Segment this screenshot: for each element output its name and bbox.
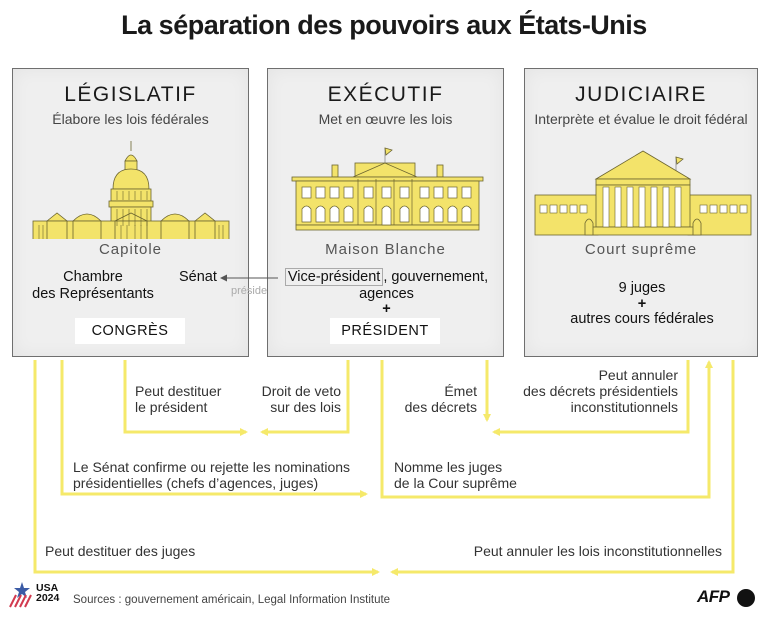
preside-label: préside xyxy=(231,285,268,297)
panel-judicial: JUDICIAIRE Interprète et évalue le droit… xyxy=(524,68,758,357)
impeach-president-line1: Peut destituer xyxy=(135,383,222,399)
congress-tag: CONGRÈS xyxy=(75,318,185,344)
veto-line2: sur des lois xyxy=(270,399,341,415)
supreme-court-label: Court suprême xyxy=(584,241,698,258)
house-of-representatives-line2: des Représentants xyxy=(32,286,154,302)
legislative-title: LÉGISLATIF xyxy=(64,83,197,106)
capitol-icon xyxy=(32,141,230,239)
impeach-judges-label: Peut destituer des juges xyxy=(45,543,196,559)
vice-president-label: Vice-président xyxy=(284,268,384,286)
executive-orders-line1: Émet xyxy=(444,383,477,399)
page-title: La séparation des pouvoirs aux États-Uni… xyxy=(121,10,647,40)
agencies-label: agences xyxy=(359,286,414,302)
senate-confirms-line1: Le Sénat confirme ou rejette les nominat… xyxy=(73,459,351,475)
senate-confirms-line2: présidentielles (chefs d’agences, juges) xyxy=(73,475,319,491)
white-house-label: Maison Blanche xyxy=(325,241,446,258)
executive-orders-line2: des décrets xyxy=(404,399,477,415)
veto-line1: Droit de veto xyxy=(261,383,341,399)
legislative-subtitle: Élabore les lois fédérales xyxy=(52,111,209,127)
annul-orders-line3: inconstitutionnels xyxy=(570,399,678,415)
panel-legislative: LÉGISLATIF Élabore les lois fédérales xyxy=(12,68,249,357)
afp-logo: AFP xyxy=(697,587,730,606)
executive-subtitle: Met en œuvre les lois xyxy=(318,111,453,127)
capitol-label: Capitole xyxy=(98,241,163,258)
president-tag: PRÉSIDENT xyxy=(330,318,440,344)
appoint-judges-line2: de la Cour suprême xyxy=(394,475,517,491)
panel-executive: EXÉCUTIF Met en œuvre les lois Maison Bl… xyxy=(267,68,504,357)
appoint-judges-line1: Nomme les juges xyxy=(394,459,503,475)
government-label: , gouvernement, xyxy=(383,269,489,285)
white-house-icon xyxy=(291,147,484,231)
house-of-representatives-line1: Chambre xyxy=(63,269,123,285)
judicial-subtitle: Interprète et évalue le droit fédéral xyxy=(534,111,748,127)
afp-dot-icon xyxy=(737,589,755,607)
annul-orders-line2: des décrets présidentiels xyxy=(523,383,678,399)
usa-2024-logo-text: USA 2024 xyxy=(36,582,60,604)
annul-laws-label: Peut annuler les lois inconstitutionnell… xyxy=(473,543,722,559)
impeach-president-line2: le président xyxy=(135,399,208,415)
plus-sign: + xyxy=(637,296,647,312)
senate-label: Sénat xyxy=(179,269,217,285)
other-federal-courts-label: autres cours fédérales xyxy=(570,311,714,327)
supreme-court-icon xyxy=(534,150,752,236)
judicial-title: JUDICIAIRE xyxy=(575,83,707,106)
annul-orders-line1: Peut annuler xyxy=(598,367,678,383)
sources-text: Sources : gouvernement américain, Legal … xyxy=(73,594,391,606)
executive-title: EXÉCUTIF xyxy=(327,83,444,106)
usa-2024-logo-icon xyxy=(9,582,32,608)
nine-judges-label: 9 juges xyxy=(618,280,666,296)
plus-sign: + xyxy=(382,301,391,317)
